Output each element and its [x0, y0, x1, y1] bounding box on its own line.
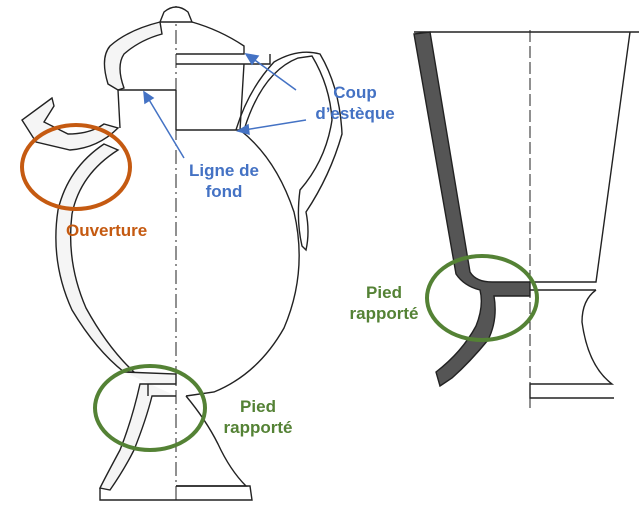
body-wall-section	[55, 143, 136, 373]
body-elevation	[185, 129, 300, 397]
pied-left-circle	[93, 364, 207, 452]
ouverture-label: Ouverture	[66, 221, 148, 240]
pied-right-line1: Pied	[366, 283, 402, 302]
lid-elevation	[176, 21, 245, 55]
ewer-drawing	[21, 6, 343, 501]
foot-elevation	[176, 395, 248, 487]
pied-right-circle	[425, 254, 539, 342]
pied-left-line2: rapporté	[223, 418, 293, 437]
neck	[117, 63, 245, 131]
ligne-label-line2: fond	[205, 182, 243, 201]
coup-label-line2: d’estèque	[315, 104, 395, 123]
lid-knob	[158, 6, 194, 23]
pied-rapporte-right-label: Pied rapporté	[336, 282, 432, 324]
spout	[21, 96, 120, 151]
ligne-label-line1: Ligne de	[189, 161, 259, 180]
pied-rapporte-left-label: Pied rapporté	[210, 396, 306, 438]
handle	[235, 51, 343, 252]
coup-arrow-lower	[243, 119, 307, 131]
annotation-arrows	[143, 52, 307, 159]
coup-destequ-label: Coup d’estèque	[300, 82, 410, 124]
ouverture-circle	[20, 123, 132, 211]
ligne-arrow	[147, 97, 185, 159]
pied-left-line1: Pied	[240, 397, 276, 416]
coup-arrow-upper	[251, 57, 297, 91]
goblet-wall-section	[413, 31, 531, 388]
coup-label-line1: Coup	[333, 83, 377, 102]
pied-right-line2: rapporté	[349, 304, 419, 323]
ligne-de-fond-label: Ligne de fond	[172, 160, 276, 202]
goblet-elevation	[529, 31, 631, 399]
foot-section	[98, 371, 177, 491]
lid-section	[103, 21, 163, 91]
goblet-drawing	[413, 30, 639, 408]
